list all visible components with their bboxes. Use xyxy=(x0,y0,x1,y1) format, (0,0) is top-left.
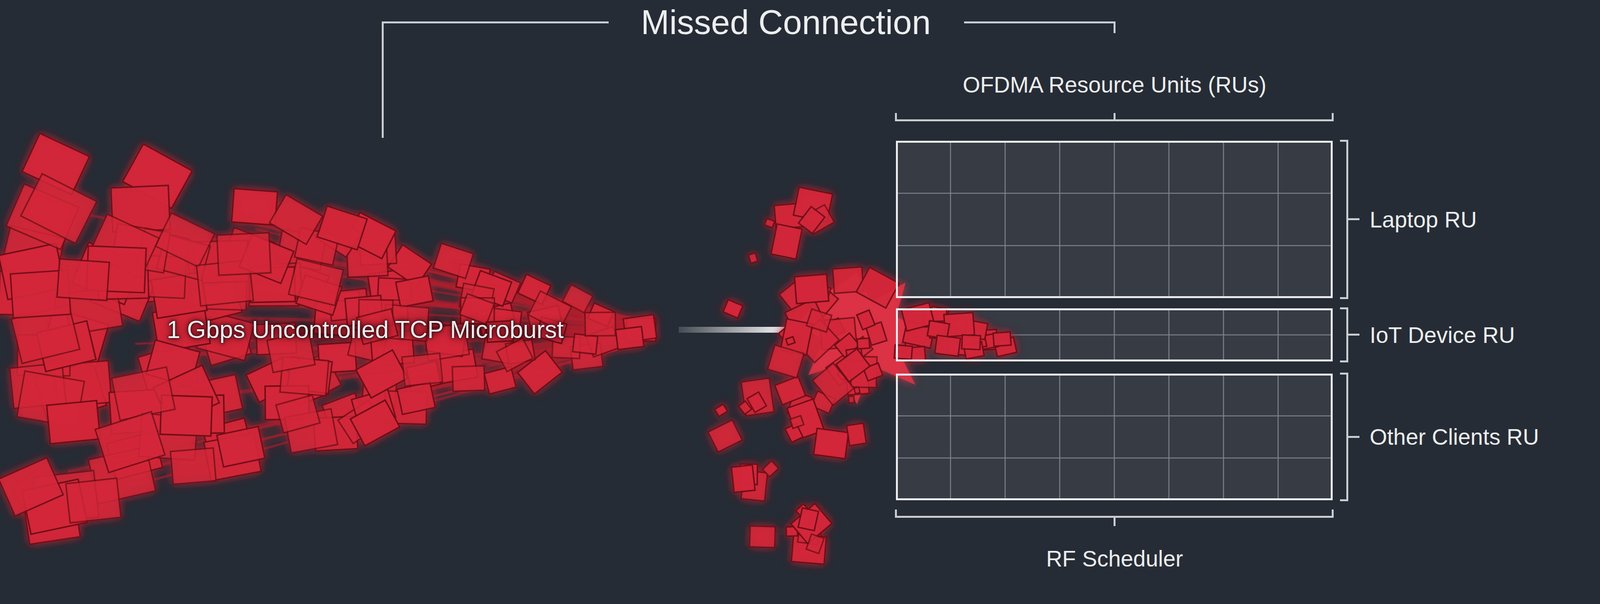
row-label: Other Clients RU xyxy=(1369,423,1540,450)
burst-label: 1 Gbps Uncontrolled TCP Microburst xyxy=(166,315,564,344)
scheduler-label: RF Scheduler xyxy=(1045,545,1183,572)
resource-grid xyxy=(895,140,1333,501)
row-label: Laptop RU xyxy=(1369,206,1477,233)
dropped-packets xyxy=(707,186,1017,564)
microburst-packets xyxy=(0,133,657,545)
top-bracket xyxy=(382,22,1360,526)
resource-unit-row: Other Clients RU xyxy=(895,373,1333,501)
row-label: IoT Device RU xyxy=(1369,321,1515,349)
diagram-title: Missed Connection xyxy=(640,2,931,42)
group-label: OFDMA Resource Units (RUs) xyxy=(962,71,1267,98)
resource-unit-row: IoT Device RU xyxy=(895,308,1333,362)
resource-unit-row: Laptop RU xyxy=(895,140,1333,298)
